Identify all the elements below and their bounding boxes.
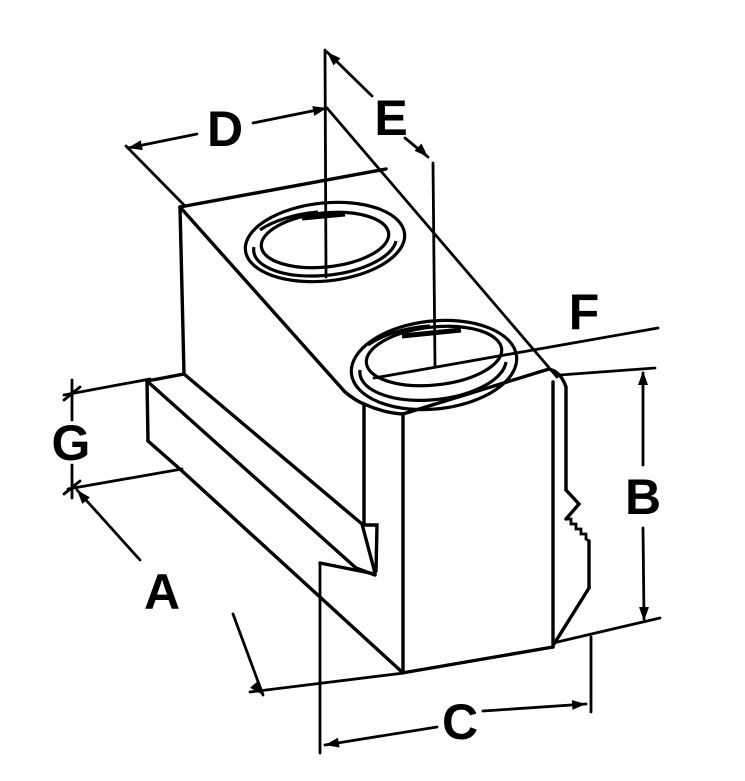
- dimension-label-g: G: [52, 415, 91, 471]
- dim-A-line-bottom: [231, 612, 265, 697]
- flange-top-front-edge: [145, 379, 358, 570]
- hole-1-bore-ellipse: [259, 210, 391, 270]
- dim-C-arrow-left: [325, 737, 340, 748]
- hole-2: [349, 318, 519, 412]
- dim-B-arrow-top: [638, 371, 648, 385]
- left-vertical-edge: [178, 205, 186, 376]
- hole-1-counterbore-bottom-arc: [252, 240, 398, 278]
- dim-C-arrow-right: [571, 700, 586, 710]
- hole-2-bore-ellipse: [364, 324, 504, 388]
- dim-A-arrow-top: [77, 490, 90, 504]
- dimension-label-c: C: [442, 694, 478, 750]
- hole-1-center-tick: [301, 211, 346, 221]
- flange-junction-width-edge: [318, 561, 377, 576]
- dim-A-line-top: [75, 488, 142, 562]
- hole-2-axis-line: [431, 161, 437, 368]
- part-outline: [145, 167, 591, 675]
- notch-flag: [564, 488, 582, 521]
- dim-B-extension-bottom: [551, 616, 662, 645]
- dim-F-leader-line: [372, 326, 660, 380]
- dimension-label-e: E: [374, 90, 407, 146]
- hole-1-counterbore-top-arc: [259, 210, 319, 232]
- dim-G-tick-top: [62, 385, 82, 402]
- bottom-front-edge: [400, 645, 555, 675]
- bottom-right-chamfer-edge: [552, 586, 591, 646]
- dim-A-extension-left: [66, 467, 184, 491]
- dimension-label-a: A: [144, 564, 180, 620]
- hole-1-counterbore-ellipse: [243, 200, 407, 284]
- dim-B-line-bottom: [641, 526, 646, 621]
- dim-C-line-right: [481, 702, 588, 713]
- hole-2-counterbore-top-arc: [367, 324, 431, 347]
- dim-B-extension-top: [558, 366, 657, 377]
- dimension-labels: D E F G A B C: [52, 90, 662, 750]
- flange-left-vertical-edge: [145, 379, 150, 443]
- top-face-near-edge: [178, 205, 366, 406]
- dim-A-extension-right: [248, 671, 406, 694]
- top-face-far-edge: [178, 167, 388, 209]
- near-corner-fillet-arc: [362, 402, 405, 416]
- dimension-label-f: F: [569, 284, 600, 340]
- dim-G-tick-bottom: [62, 479, 82, 496]
- hole-2-counterbore-bottom-arc: [358, 361, 508, 402]
- flange-left-bottom-edge: [146, 439, 183, 472]
- step-top-edge: [145, 372, 186, 383]
- dimension-label-d: D: [207, 101, 243, 157]
- dim-C-line-left: [323, 725, 439, 747]
- near-fillet-step: [362, 523, 379, 573]
- dim-B-arrow-bottom: [639, 607, 649, 621]
- dimension-label-b: B: [625, 469, 661, 525]
- dim-D-extension-left: [124, 144, 186, 207]
- dim-E-arrow-right: [414, 143, 428, 157]
- flange-junction-edge-1: [360, 522, 377, 575]
- hole-2-counterbore-ellipse: [349, 318, 519, 412]
- dim-D-arrow-right: [312, 106, 327, 116]
- dim-D-arrow-left: [128, 140, 143, 151]
- hole-1-axis-line: [323, 48, 328, 279]
- flange-bottom-near-edge: [179, 468, 404, 674]
- block-flange-base-line: [182, 372, 364, 526]
- notch-serration-steps: [564, 517, 591, 543]
- dim-D-extension-right: [325, 106, 559, 379]
- dim-E-arrow-left: [327, 52, 341, 66]
- hole-2-center-tick: [401, 327, 462, 339]
- dimension-arrowheads: [77, 52, 649, 748]
- dim-A-arrow-bottom: [250, 681, 263, 695]
- dim-G-extension-top: [62, 377, 152, 397]
- hole-1: [243, 200, 407, 284]
